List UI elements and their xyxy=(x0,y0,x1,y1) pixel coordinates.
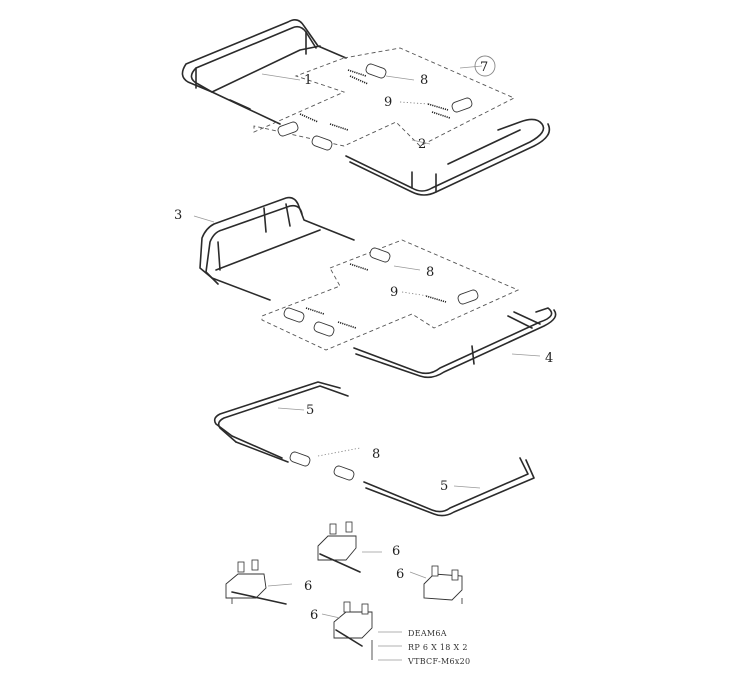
callout-6-a: 6 xyxy=(392,544,400,559)
bracket-d xyxy=(333,601,373,660)
washer-label: DEAM6A xyxy=(408,629,447,638)
callout-8-mid: 8 xyxy=(426,265,434,280)
callout-9-top: 9 xyxy=(384,95,392,110)
callout-1: 1 xyxy=(304,73,312,88)
springs-top xyxy=(299,69,451,131)
dashed-guide-box-mid xyxy=(261,239,520,351)
callout-7: 7 xyxy=(480,60,488,75)
dashed-guide-box-7 xyxy=(253,47,516,147)
plugs-top xyxy=(277,63,473,151)
brackets xyxy=(225,521,463,661)
callout-8-top: 8 xyxy=(420,73,428,88)
callout-4: 4 xyxy=(545,351,553,366)
callout-7-circle xyxy=(474,55,496,77)
callout-3: 3 xyxy=(174,208,182,223)
frame-part-3 xyxy=(199,196,355,301)
callout-8-low: 8 xyxy=(372,447,380,462)
callout-5-upper: 5 xyxy=(306,403,314,418)
callout-6-d: 6 xyxy=(310,608,318,623)
callout-2: 2 xyxy=(418,137,426,152)
frame-part-4 xyxy=(353,307,557,379)
callout-6-b: 6 xyxy=(304,579,312,594)
springs-mid xyxy=(305,263,447,329)
lower-assembly xyxy=(213,381,535,517)
callout-labels: 1 2 3 4 5 5 6 6 6 6 7 8 8 8 9 9 xyxy=(174,55,553,623)
bracket-c xyxy=(423,565,463,604)
frame-part-2 xyxy=(345,118,551,196)
bracket-a xyxy=(317,521,361,573)
callout-9-mid: 9 xyxy=(390,285,398,300)
screw-label: VTBCF-M6x20 xyxy=(407,657,470,666)
plate-washer-label: RP 6 X 18 X 2 xyxy=(408,643,468,652)
frame-part-1 xyxy=(181,18,347,125)
hardware-labels: DEAM6A RP 6 X 18 X 2 VTBCF-M6x20 xyxy=(407,629,470,666)
plugs-mid xyxy=(283,247,479,337)
callout-6-c: 6 xyxy=(396,567,404,582)
middle-assembly xyxy=(193,196,557,379)
callout-5-lower: 5 xyxy=(440,479,448,494)
bracket-b xyxy=(225,559,287,605)
top-assembly xyxy=(181,18,551,196)
